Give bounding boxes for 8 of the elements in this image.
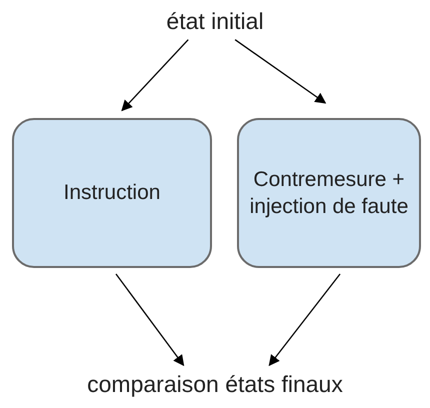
arrow bbox=[268, 274, 341, 366]
process-box: Contremesure + injection de faute bbox=[237, 118, 421, 268]
arrow bbox=[115, 274, 184, 366]
title-text: état initial bbox=[148, 4, 282, 38]
result-text: comparaison états finaux bbox=[72, 366, 358, 402]
arrow bbox=[234, 39, 326, 104]
process-box: Instruction bbox=[12, 118, 212, 268]
arrow bbox=[121, 39, 189, 112]
